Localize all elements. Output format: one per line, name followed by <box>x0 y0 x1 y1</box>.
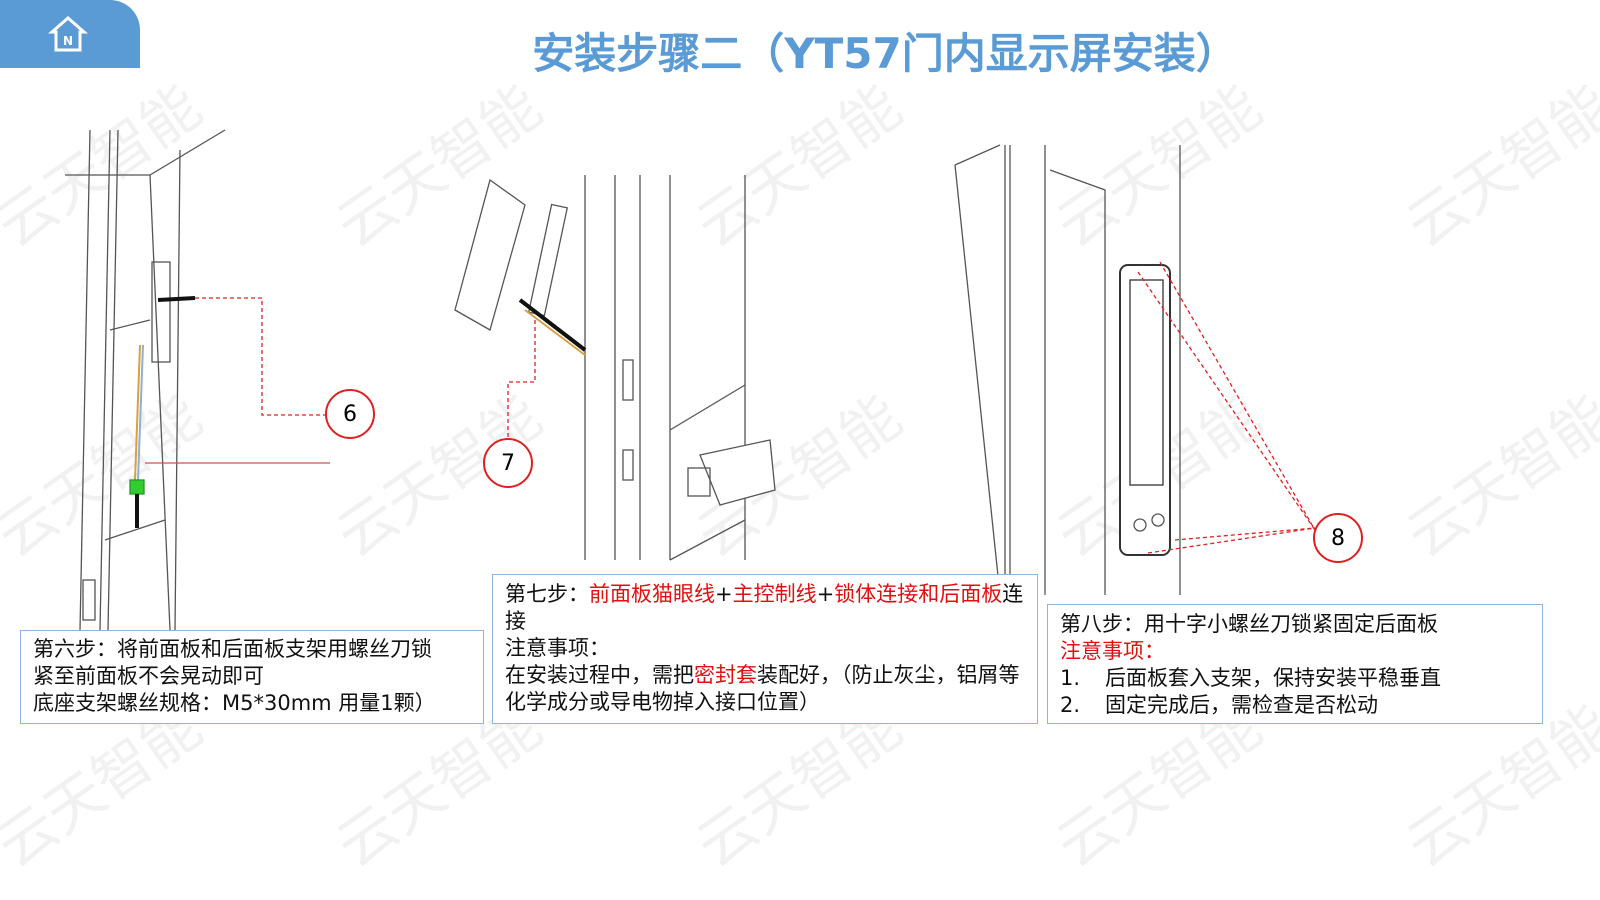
step6-textbox: 第六步：将前面板和后面板支架用螺丝刀锁 紧至前面板不会晃动即可 底座支架螺丝规格… <box>20 630 484 724</box>
callout-7: 7 <box>483 438 533 488</box>
step7-part: 连接 <box>505 582 1024 633</box>
step8-textbox: 第八步：用十字小螺丝刀锁紧固定后面板 注意事项： 1. 后面板套入支架，保持安装平… <box>1047 604 1543 724</box>
step7-part: 锁体连接和后面板 <box>834 582 1003 606</box>
list-item: 1. 后面板套入支架，保持安装平稳垂直 <box>1060 665 1530 692</box>
step6-line: 紧至前面板不会晃动即可 <box>33 664 264 688</box>
home-button[interactable]: N <box>0 0 140 68</box>
step7-prefix: 第七步： <box>505 582 589 606</box>
step7-part: 主控制线 <box>732 582 817 606</box>
step6-door-drawing <box>65 129 330 631</box>
step7-heading: 第七步：前面板猫眼线+主控制线+锁体连接和后面板连接 <box>505 581 1025 635</box>
step8-door-drawing <box>954 144 1316 596</box>
note-text: 在安装过程中，需把 <box>505 663 694 687</box>
callout-8: 8 <box>1313 513 1363 563</box>
notes-label: 注意事项： <box>505 636 610 660</box>
step6-line: 第六步：将前面板和后面板支架用螺丝刀锁 <box>33 637 432 661</box>
step7-door-drawing <box>454 175 776 561</box>
step7-part: 前面板猫眼线 <box>589 582 715 606</box>
step8-heading: 第八步：用十字小螺丝刀锁紧固定后面板 <box>1060 612 1438 636</box>
plus: + <box>816 582 835 606</box>
page-title: 安装步骤二（YT57门内显示屏安装） <box>532 29 1238 78</box>
callout-6: 6 <box>325 389 375 439</box>
step6-line: 底座支架螺丝规格：M5*30mm 用量1颗） <box>33 691 436 715</box>
list-item: 2. 固定完成后，需检查是否松动 <box>1060 692 1530 719</box>
note-text: 装配好，（防止灰尘，铝屑等化学成分或导电物掉入接口位置） <box>505 663 1020 714</box>
step7-note: 在安装过程中，需把密封套装配好，（防止灰尘，铝屑等化学成分或导电物掉入接口位置） <box>505 662 1025 716</box>
home-icon: N <box>48 16 88 52</box>
svg-text:N: N <box>63 34 73 48</box>
note-highlight: 密封套 <box>694 663 757 687</box>
step7-textbox: 第七步：前面板猫眼线+主控制线+锁体连接和后面板连接 注意事项： 在安装过程中，… <box>492 574 1038 724</box>
list-text: 后面板套入支架，保持安装平稳垂直 <box>1105 666 1441 690</box>
list-number: 2. <box>1060 693 1081 717</box>
list-text: 固定完成后，需检查是否松动 <box>1105 693 1378 717</box>
list-number: 1. <box>1060 666 1081 690</box>
plus: + <box>715 582 733 606</box>
notes-label: 注意事项： <box>1060 639 1165 663</box>
